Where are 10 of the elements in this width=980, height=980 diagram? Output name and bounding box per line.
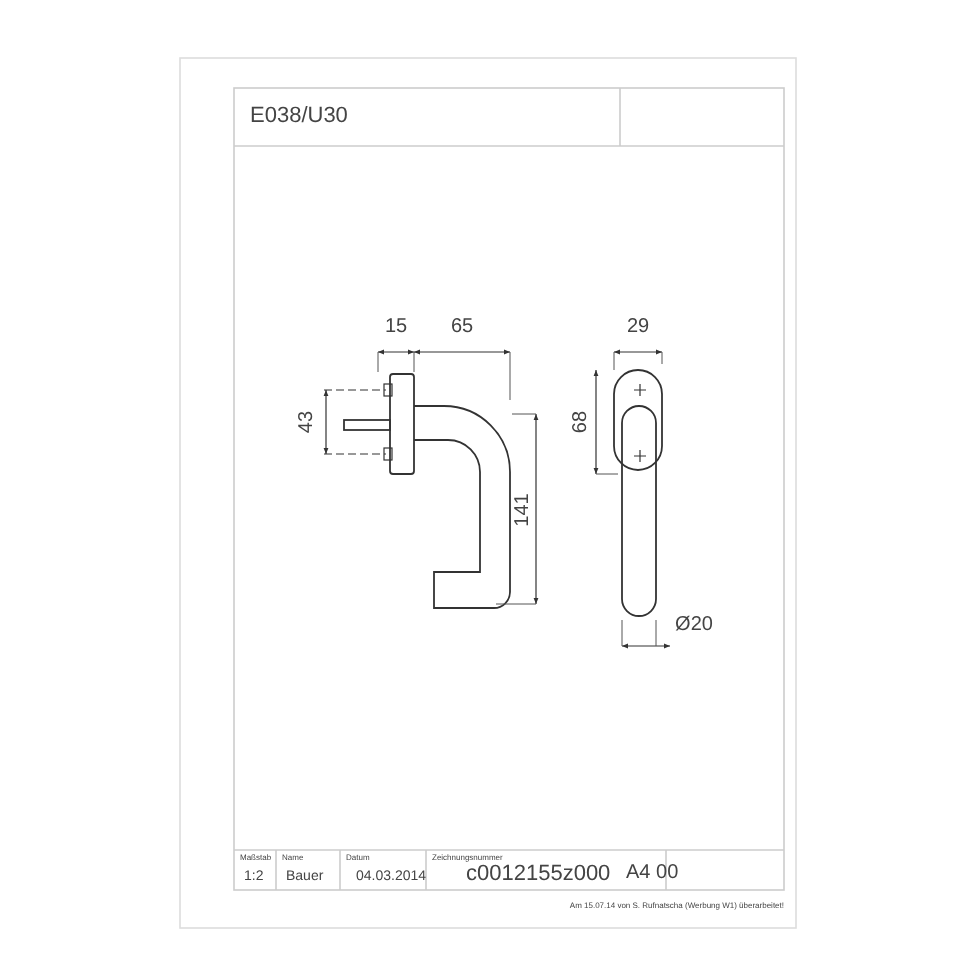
dimension-label: 68 [572, 410, 592, 434]
dimension-label: Ø20 [675, 616, 713, 636]
dimension-label: 15 [384, 318, 408, 338]
drawing-number: c0012155z000 [466, 864, 611, 886]
sheet-format: A4 00 [626, 864, 679, 884]
dimension-label: 43 [298, 410, 318, 434]
dimension-label: 141 [514, 493, 534, 527]
drawing-title: E038/U30 [250, 106, 348, 128]
dimension-label: 65 [450, 318, 474, 338]
dimension-label: 29 [626, 318, 650, 338]
